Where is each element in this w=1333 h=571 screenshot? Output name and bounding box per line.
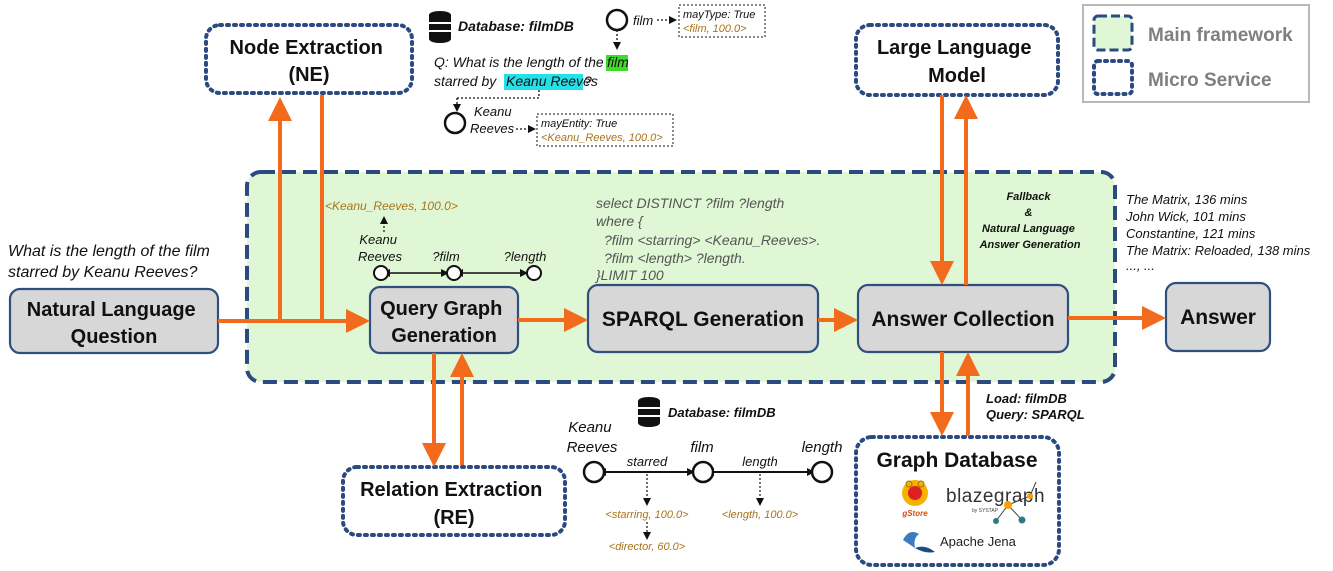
svg-text:where {: where { [596,213,644,229]
re-edge2-label: length [742,454,777,469]
re-score-starring: <starring, 100.0> [605,509,689,521]
svg-text:SPARQL Generation: SPARQL Generation [602,308,804,331]
qg-example: <Keanu_Reeves, 100.0> Keanu Reeves ?film… [325,199,547,281]
llm-note: Fallback & Natural Language Answer Gener… [979,191,1081,251]
sparql-generation-box: SPARQL Generation [586,283,820,354]
re-edge1-label: starred [627,454,668,469]
qg-node-keanu-label: Keanu Reeves [358,232,403,264]
svg-text:Large Language Model: Large Language Model [877,37,1037,87]
svg-text:Query Graph Generation: Query Graph Generation [380,298,508,347]
ne-db-label: Database: filmDB [458,18,574,34]
re-node1-label: Keanu Reeves [567,419,618,456]
keanu-node [443,111,467,135]
svg-text:Answer: Answer [1180,306,1256,329]
re-node2-label: film [690,439,713,456]
apache-jena-logo-text: Apache Jena [940,534,1017,549]
relation-extraction-service: Relation Extraction (RE) [341,465,567,537]
svg-text:}LIMIT 100: }LIMIT 100 [594,267,664,283]
legend: Main framework Micro Service [1082,4,1310,103]
blazegraph-logo: blazegraph by SYSTAP [946,481,1045,524]
database-icon [638,397,660,427]
apache-jena-logo: Apache Jena [903,532,1017,553]
flow-arrows [218,95,1166,467]
sparql-code: select DISTINCT ?film ?length where { ?f… [594,195,820,283]
keanu-entity-flag: mayEntity: True [541,118,617,130]
blazegraph-logo-text: blazegraph [946,486,1045,507]
qg-entity-score: <Keanu_Reeves, 100.0> [325,199,458,213]
svg-text:The Matrix, 136 mins: The Matrix, 136 mins [1126,192,1248,207]
nlq-box: Natural Language Question [8,287,220,355]
legend-main-label: Main framework [1148,25,1293,46]
llm-service: Large Language Model [854,23,1060,97]
blazegraph-logo-sub: by SYSTAP [972,508,999,514]
gstore-logo: gStore [901,480,928,518]
answer-box: Answer [1164,281,1272,353]
keanu-entity-score: <Keanu_Reeves, 100.0> [541,132,663,144]
legend-main-swatch [1092,14,1134,52]
graph-database-service: Graph Database [854,435,1061,567]
svg-text:?film <starring> <Keanu_Reeves: ?film <starring> <Keanu_Reeves>. [604,232,820,248]
svg-text:John Wick, 101 mins: John Wick, 101 mins [1125,209,1246,224]
ne-question-line1: Q: What is the length of the [434,54,604,70]
gstore-logo-text: gStore [901,509,928,518]
query-graph-generation-box: Query Graph Generation [368,285,520,355]
svg-text:The Matrix: Reloaded, 138 mins: The Matrix: Reloaded, 138 mins [1126,243,1311,258]
answer-list: The Matrix, 136 mins John Wick, 101 mins… [1125,192,1311,273]
qg-node-film-label: ?film [432,249,460,264]
svg-text:..., ...: ..., ... [1126,258,1155,273]
film-type-flag: mayType: True [683,9,755,21]
legend-micro-swatch [1092,59,1134,96]
svg-text:Constantine, 121 mins: Constantine, 121 mins [1126,226,1256,241]
film-node [605,8,629,32]
re-example: Database: filmDB Keanu Reeves film lengt… [567,397,843,553]
re-score-length: <length, 100.0> [722,509,799,521]
graph-db-note: Load: filmDB Query: SPARQL [986,391,1085,422]
ne-highlight-keanu: Keanu Reeves [506,73,598,89]
re-score-director: <director, 60.0> [609,541,686,553]
svg-text:Relation Extraction (RE): Relation Extraction (RE) [360,479,548,529]
film-node-label: film [633,13,653,28]
ne-example: Database: filmDB film mayType: True <fil… [429,4,766,147]
svg-text:?film <length> ?length.: ?film <length> ?length. [604,250,746,266]
legend-micro-label: Micro Service [1148,70,1272,91]
answer-collection-box: Answer Collection [856,283,1070,354]
qg-node-length-label: ?length [504,249,547,264]
svg-text:Graph Database: Graph Database [876,449,1037,472]
ne-highlight-film: film [607,54,629,70]
ne-question-end: ? [584,73,592,89]
re-db-label: Database: filmDB [668,405,776,420]
svg-text:Natural Language Questio: Natural Language Question [27,299,201,348]
keanu-node-label: Keanu Reeves [470,104,515,136]
svg-text:Answer Collection: Answer Collection [871,308,1054,331]
film-type-score: <film, 100.0> [683,23,747,35]
re-node3-label: length [802,439,843,456]
ne-question-line2: starred by [434,73,497,89]
input-question: What is the length of the film starred b… [8,243,214,281]
svg-text:Node Extraction (NE): Node Extraction (NE) [230,37,389,86]
svg-text:select DISTINCT ?film ?length: select DISTINCT ?film ?length [596,195,784,211]
database-icon [429,11,451,43]
node-extraction-service: Node Extraction (NE) [204,23,414,95]
